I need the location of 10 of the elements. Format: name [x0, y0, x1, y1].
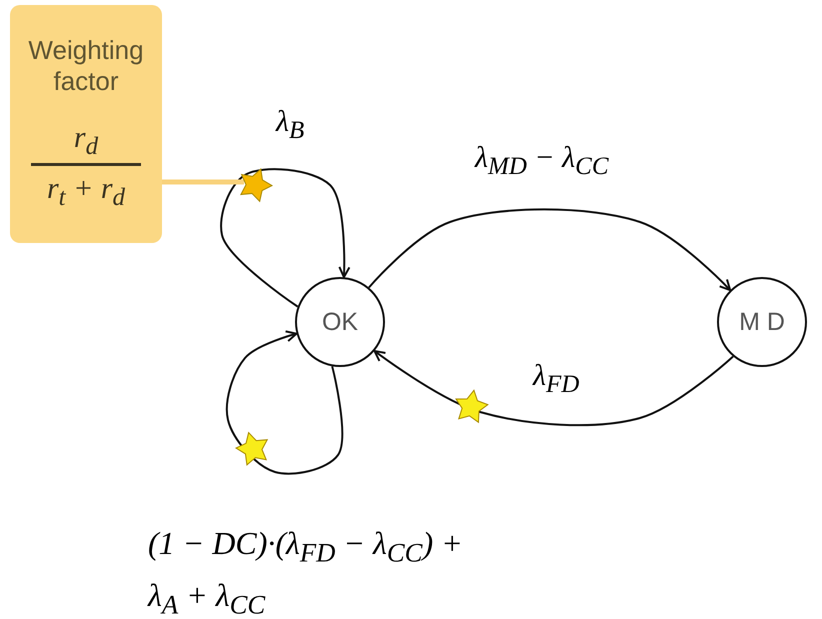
note-text: Weighting factor — [27, 35, 145, 98]
fraction-denominator: r$_{t}$ + r$_{d}$ — [46, 170, 126, 213]
note-card — [10, 5, 162, 243]
transition-arrow — [373, 350, 734, 426]
state-label: M D — [739, 308, 785, 336]
state-label: OK — [322, 308, 358, 336]
fraction-numerator: r$_{d}$ — [31, 119, 141, 166]
transition-arrow — [368, 208, 732, 292]
self-loop-arrow — [226, 330, 344, 475]
self-loop-arrow — [220, 168, 350, 308]
